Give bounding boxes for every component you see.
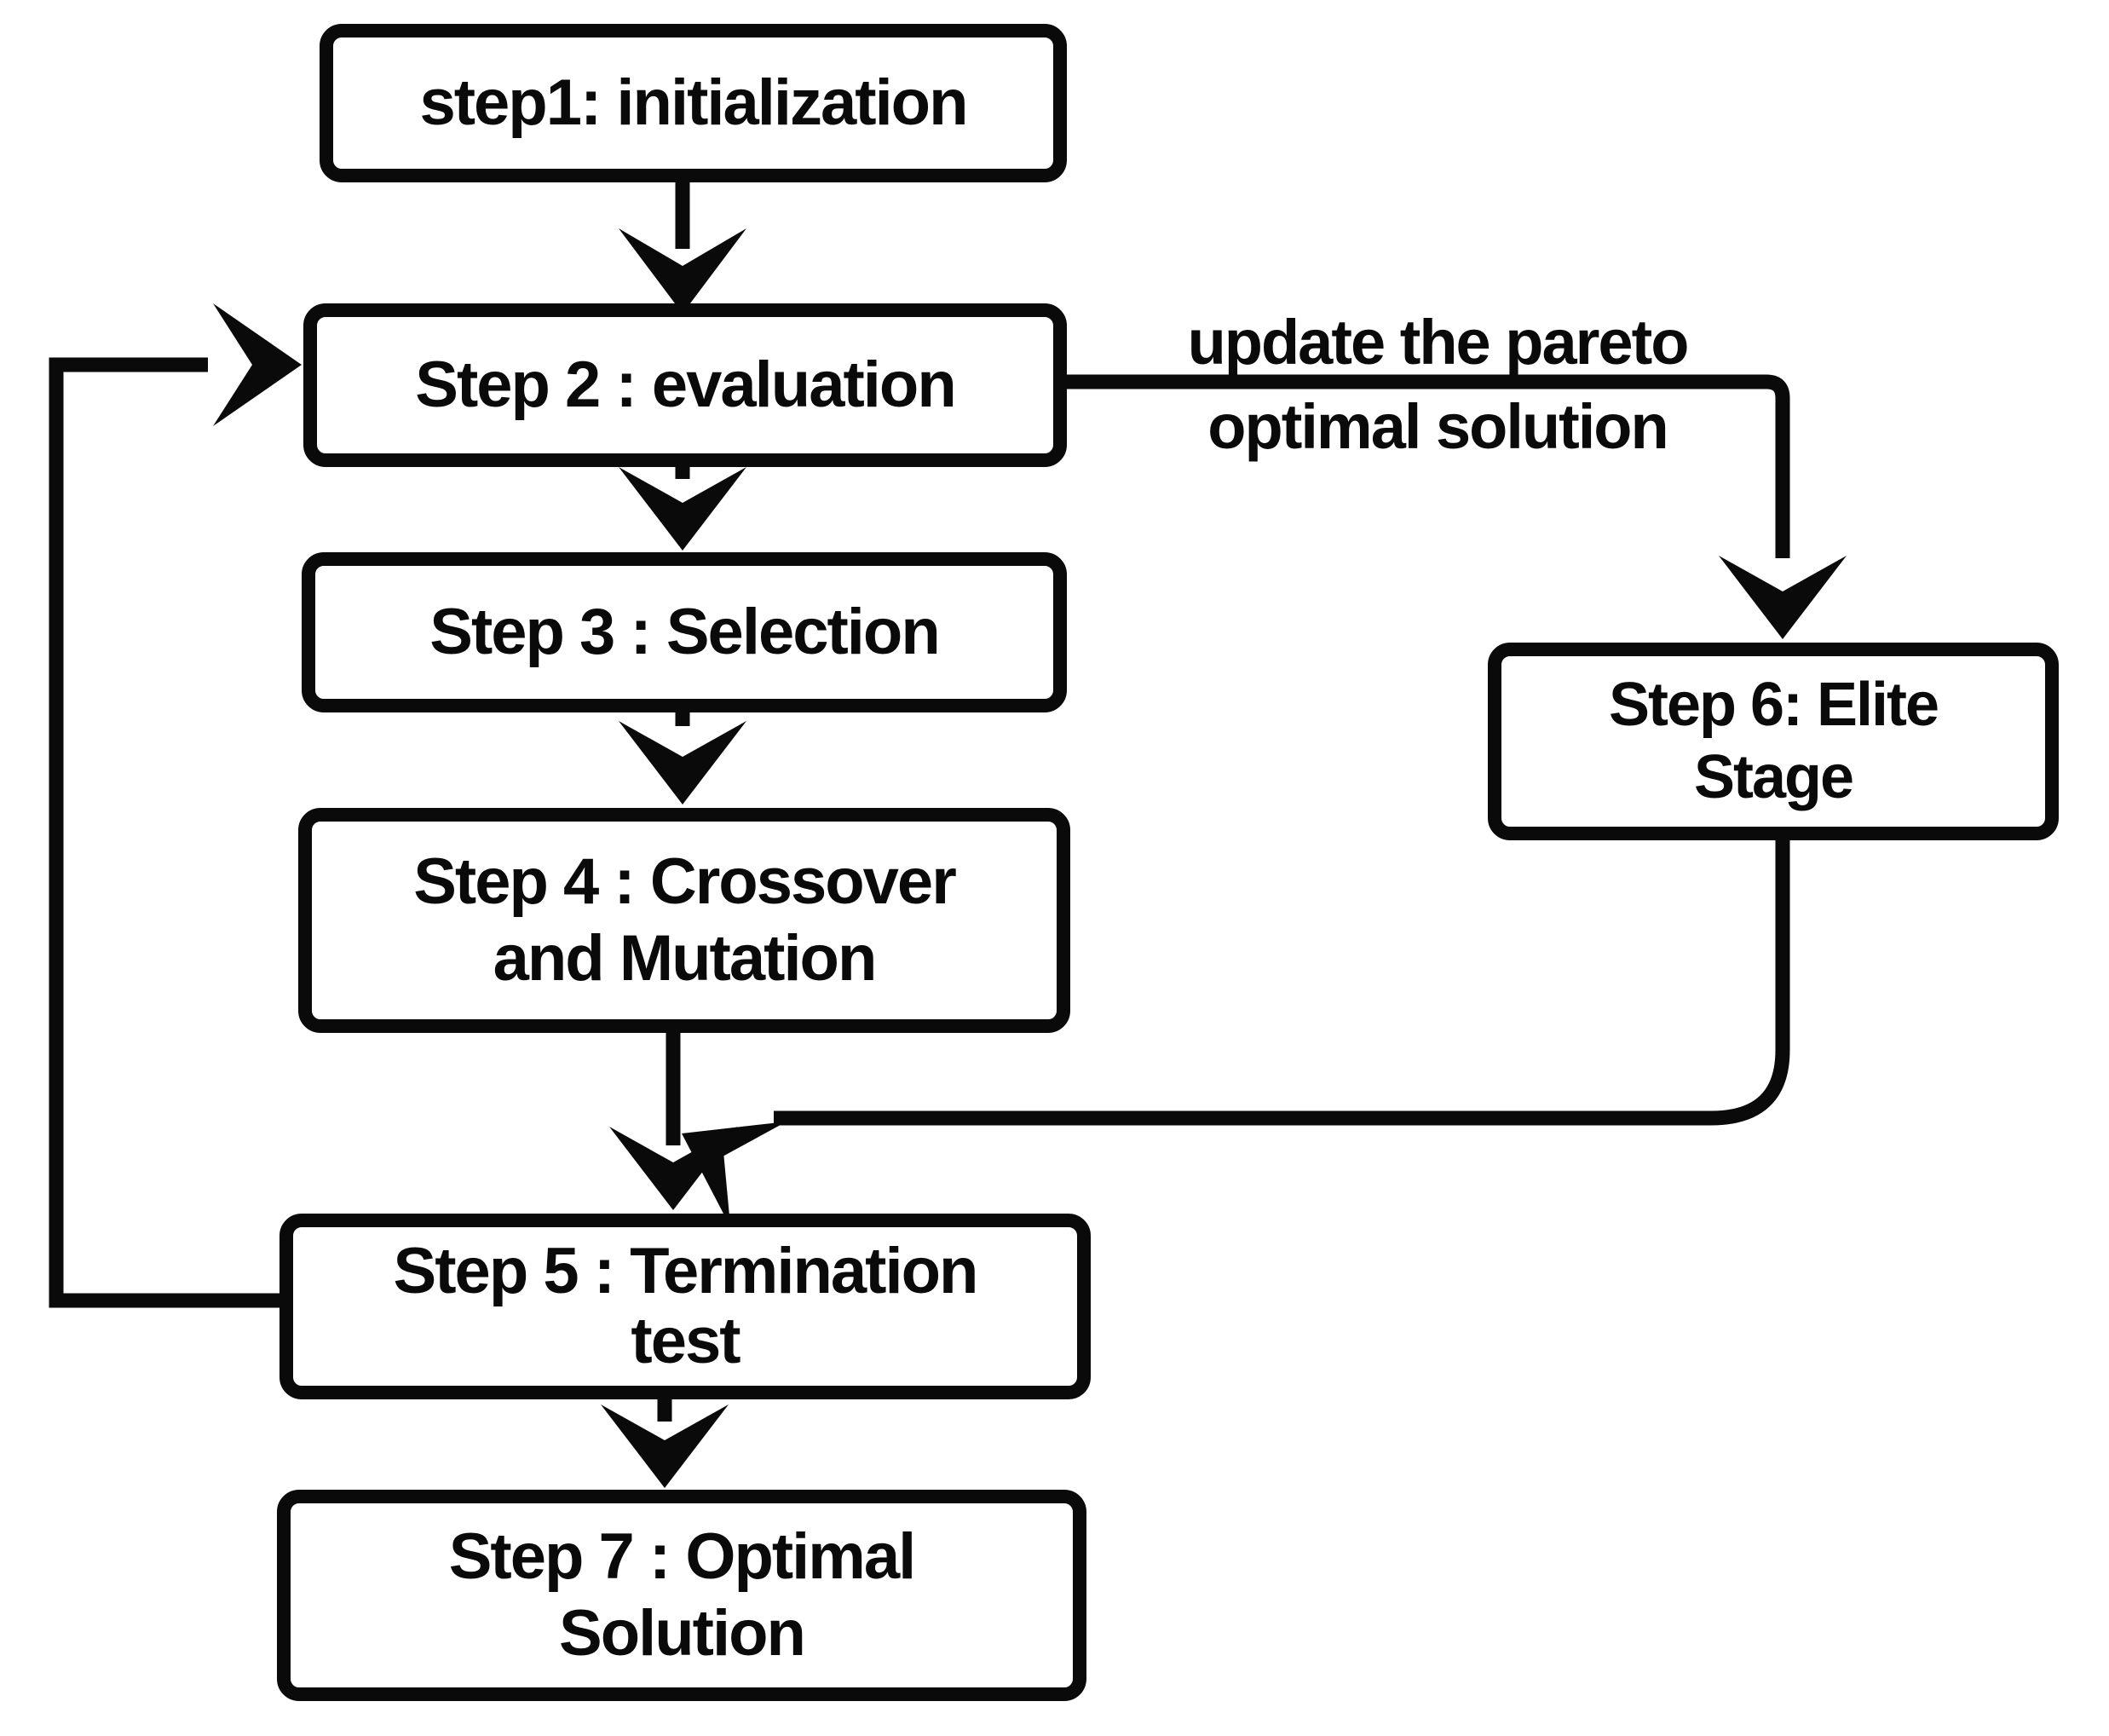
arrowhead-loopback-into-step2: [213, 303, 302, 426]
arrowhead-merge-from-step6: [682, 1122, 787, 1227]
node-step5-label-line2: test: [631, 1305, 740, 1377]
node-step1-label: step1: initialization: [419, 66, 968, 140]
node-step6-label-line1: Step 6: Elite: [1608, 671, 1939, 740]
node-step5-termination-test: Step 5 : Termination test: [279, 1214, 1091, 1399]
edge-label-line1: update the pareto: [1187, 307, 1690, 378]
edge-label-update-pareto: update the pareto optimal solution: [1075, 300, 1800, 469]
node-step6-elite-stage: Step 6: Elite Stage: [1488, 643, 2059, 840]
arrowhead-into-step2: [619, 228, 746, 314]
node-step6-label-line2: Stage: [1693, 743, 1854, 811]
node-step3-selection: Step 3 : Selection: [302, 552, 1067, 712]
node-step2-evaluation: Step 2 : evaluation: [303, 303, 1067, 467]
node-step7-optimal-solution: Step 7 : Optimal Solution: [277, 1490, 1086, 1701]
arrowhead-into-step7: [601, 1404, 729, 1488]
node-step4-label-line1: Step 4 : Crossover: [413, 845, 957, 919]
node-step3-label: Step 3 : Selection: [429, 596, 940, 669]
edge-step2-step6: [1062, 374, 1790, 558]
node-step4-crossover-mutation: Step 4 : Crossover and Mutation: [298, 808, 1070, 1033]
node-step7-label-line1: Step 7 : Optimal: [448, 1520, 917, 1594]
node-step7-label-line2: Solution: [559, 1597, 806, 1670]
arrowhead-into-step6: [1719, 556, 1847, 639]
edge-step5-loopback-step2: [49, 357, 283, 1308]
edge-label-line2: optimal solution: [1207, 391, 1668, 462]
node-step4-label-line2: and Mutation: [493, 922, 878, 995]
edge-step6-merge: [774, 835, 1790, 1126]
node-step5-label-line1: Step 5 : Termination: [393, 1234, 979, 1307]
arrowhead-into-step4: [619, 721, 746, 805]
node-step1-initialization: step1: initialization: [320, 24, 1067, 182]
arrowhead-into-step3: [619, 467, 746, 551]
node-step2-label: Step 2 : evaluation: [415, 349, 956, 422]
